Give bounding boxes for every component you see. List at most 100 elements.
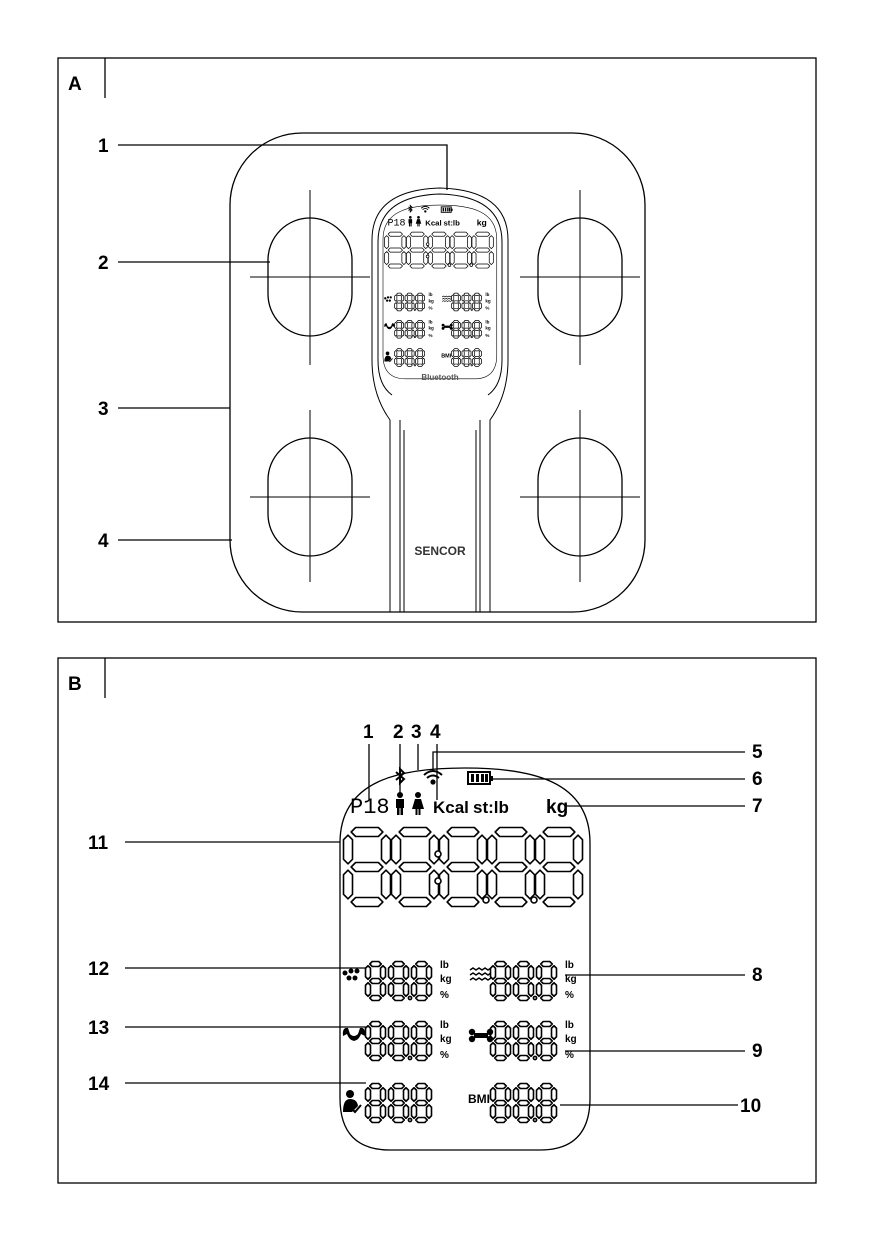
lcd-segment — [414, 1099, 429, 1107]
lcd-dot — [434, 850, 442, 858]
svg-text:6: 6 — [752, 769, 763, 790]
lcd-segment — [438, 834, 450, 865]
lcd-digit — [489, 1020, 512, 1062]
lcd-segment — [391, 1037, 406, 1045]
lcd-digit — [364, 1020, 387, 1062]
lcd-segment — [527, 964, 535, 981]
lcd-segment — [379, 1041, 387, 1058]
lcd-segment — [428, 869, 440, 900]
lcd-segment — [489, 1086, 497, 1103]
lcd-segment — [535, 1103, 543, 1120]
lcd-dot — [532, 1117, 538, 1123]
lcd-digit — [535, 1082, 558, 1124]
lcd-segment — [512, 1086, 520, 1103]
lcd-segment — [550, 964, 558, 981]
lcd-segment — [414, 1020, 429, 1028]
lcd-digit — [342, 826, 392, 908]
lcd-segment — [425, 964, 433, 981]
lcd-dot — [532, 995, 538, 1001]
lcd-dot — [482, 896, 490, 904]
lcd-segment — [398, 896, 432, 908]
lcd-segment — [504, 1041, 512, 1058]
lcd-segment — [391, 1099, 406, 1107]
lcd-segment — [542, 861, 576, 873]
lcd-segment — [391, 1054, 406, 1062]
lcd-segment — [493, 1020, 508, 1028]
svg-text:%: % — [440, 990, 449, 1001]
lcd-segment — [368, 994, 383, 1002]
lcd-segment — [489, 1103, 497, 1120]
svg-text:1: 1 — [363, 722, 374, 743]
lcd-segment — [379, 1103, 387, 1120]
lcd-segment — [387, 1086, 395, 1103]
electrode-pad — [267, 217, 353, 337]
lcd-segment — [550, 1041, 558, 1058]
lcd-segment — [504, 1024, 512, 1041]
lcd-segment — [550, 981, 558, 998]
lcd-display: P18 Kcal st:lb kg — [339, 766, 591, 1151]
svg-text:%: % — [565, 1050, 574, 1061]
panel-b-label: B — [68, 674, 82, 695]
lcd-segment — [542, 896, 576, 908]
male-icon — [396, 792, 404, 815]
svg-text:2: 2 — [393, 722, 404, 743]
lcd-segment — [516, 977, 531, 985]
lcd-digit — [410, 1082, 433, 1124]
lcd-segment — [504, 981, 512, 998]
lcd-segment — [368, 1116, 383, 1124]
lcd-segment — [527, 1103, 535, 1120]
svg-text:3: 3 — [411, 722, 422, 743]
lcd-digit — [410, 1020, 433, 1062]
lcd-segment — [494, 896, 528, 908]
svg-text:kg: kg — [565, 974, 577, 985]
lcd-segment — [391, 1116, 406, 1124]
lcd-segment — [539, 1082, 554, 1090]
lcd-segment — [387, 964, 395, 981]
lcd-segment — [387, 1024, 395, 1041]
lcd-segment — [504, 1086, 512, 1103]
lcd-dot — [532, 1055, 538, 1061]
svg-text:kg: kg — [440, 974, 452, 985]
lcd-digit — [486, 826, 536, 908]
svg-text:9: 9 — [752, 1041, 763, 1062]
lcd-segment — [410, 1041, 418, 1058]
lcd-segment — [489, 981, 497, 998]
lcd-segment — [446, 861, 480, 873]
lcd-segment — [493, 1116, 508, 1124]
svg-text:4: 4 — [98, 531, 109, 552]
lcd-segment — [368, 1020, 383, 1028]
lcd-segment — [402, 1086, 410, 1103]
lcd-segment — [410, 1086, 418, 1103]
lcd-segment — [572, 869, 584, 900]
lcd-segment — [516, 1054, 531, 1062]
svg-text:3: 3 — [98, 399, 109, 420]
lcd-segment — [414, 1054, 429, 1062]
lcd-segment — [539, 1116, 554, 1124]
lcd-digit — [535, 960, 558, 1002]
lcd-segment — [414, 994, 429, 1002]
visceral-fat-icon — [343, 1090, 362, 1114]
svg-text:11: 11 — [88, 833, 109, 854]
panel-a: A Bluetooth SENCOR 1 — [57, 57, 817, 623]
lcd-segment — [342, 869, 354, 900]
svg-text:4: 4 — [430, 722, 441, 743]
lcd-segment — [486, 869, 498, 900]
battery-icon — [467, 771, 493, 785]
muscle-icon — [342, 1027, 366, 1041]
panel-a-label: A — [68, 74, 82, 95]
svg-text:lb: lb — [565, 1020, 574, 1031]
kcal-unit: Kcal — [433, 798, 469, 817]
lcd-digit — [438, 826, 488, 908]
lcd-segment — [493, 1037, 508, 1045]
electrode-pads — [250, 190, 640, 582]
lcd-segment — [550, 1086, 558, 1103]
svg-text:8: 8 — [752, 965, 763, 986]
scale-body — [229, 132, 646, 613]
panel-b: B P18 Kcal st:lb kg — [57, 657, 817, 1184]
user-profile-indicator: P18 — [350, 795, 390, 820]
lcd-segment — [428, 834, 440, 865]
lcd-segment — [350, 826, 384, 838]
lcd-digit — [489, 1082, 512, 1124]
